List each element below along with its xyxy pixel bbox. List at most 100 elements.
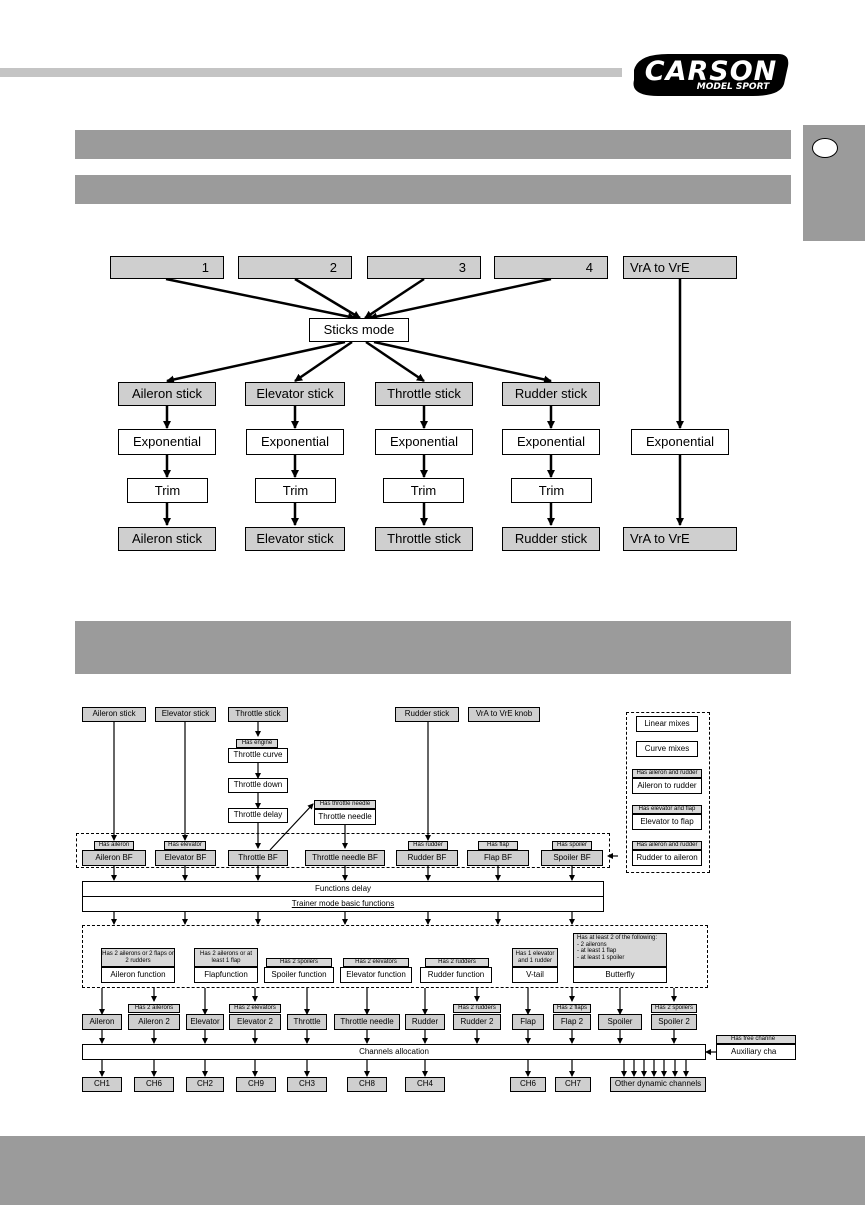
trim-box-rudder: Trim [511, 478, 592, 503]
elevator-function-box: Elevator function [340, 967, 412, 983]
tag-has-free-channel: Has free channe [716, 1035, 796, 1044]
mode-box-2: 2 [238, 256, 352, 279]
bf-group [76, 833, 610, 868]
carson-logo: CARSON MODEL SPORT [628, 50, 793, 102]
throttle-needle-bf-box: Throttle needle BF [305, 850, 385, 866]
ch-box-ch9: CH9 [236, 1077, 276, 1092]
tag-ail-rud-2: Has aileron and rudder [632, 841, 702, 850]
exp-box-throttle: Exponential [375, 429, 473, 455]
rudder-to-aileron-box: Rudder to aileron [632, 850, 702, 866]
tag-vtail: Has 1 elevator and 1 rudder [512, 948, 558, 967]
flap-function-box: Flapfunction [194, 967, 258, 983]
out-aileron-2: Aileron 2 [128, 1014, 180, 1030]
elevator-bf-box: Elevator BF [155, 850, 216, 866]
tag-spoiler-function: Has 2 spoilers [266, 958, 332, 967]
functions-group [82, 925, 708, 988]
out-spoiler: Spoiler [598, 1014, 642, 1030]
out-spoiler-2: Spoiler 2 [651, 1014, 697, 1030]
input-elevator-stick: Elevator stick [155, 707, 216, 722]
aileron-to-rudder-box: Aileron to rudder [632, 778, 702, 794]
tag-has-spoiler: Has spoiler [552, 841, 592, 850]
exp-box-vr: Exponential [631, 429, 729, 455]
auxiliary-box: Auxiliary cha [716, 1044, 796, 1060]
butterfly-box: Butterfly [573, 967, 667, 983]
out-flap-2: Flap 2 [553, 1014, 591, 1030]
mode-box-3: 3 [367, 256, 481, 279]
section-bar-1 [75, 130, 791, 159]
section-bar-3 [75, 621, 791, 674]
input-vr-knob: VrA to VrE knob [468, 707, 540, 722]
throttle-delay-box: Throttle delay [228, 808, 288, 823]
tag-has-rudder: Has rudder [408, 841, 448, 850]
out-aileron: Aileron [82, 1014, 122, 1030]
input-rudder-stick: Rudder stick [395, 707, 459, 722]
curve-mixes-box: Curve mixes [636, 741, 698, 757]
stick-out-throttle: Throttle stick [375, 527, 473, 551]
vr-top-box: VrA to VrE [623, 256, 737, 279]
stick-out-elevator: Elevator stick [245, 527, 345, 551]
stick-out-aileron: Aileron stick [118, 527, 216, 551]
vtail-box: V-tail [512, 967, 558, 983]
tag-has-2-ailerons: Has 2 ailerons [128, 1004, 180, 1013]
stick-box-aileron: Aileron stick [118, 382, 216, 406]
spoiler-bf-box: Spoiler BF [541, 850, 603, 866]
linear-mixes-box: Linear mixes [636, 716, 698, 732]
butterfly-tag-line-3: - at least 1 flap [577, 948, 617, 955]
tag-has-2-elevators: Has 2 elevators [229, 1004, 281, 1013]
trim-box-elevator: Trim [255, 478, 336, 503]
throttle-bf-box: Throttle BF [228, 850, 288, 866]
functions-delay-box: Functions delay [82, 881, 604, 897]
mode-box-4: 4 [494, 256, 608, 279]
spoiler-function-box: Spoiler function [264, 967, 334, 983]
header-bar [0, 68, 622, 77]
trainer-mode-box: Trainer mode basic functions [82, 896, 604, 912]
butterfly-tag-line-2: - 2 ailerons [577, 941, 607, 948]
trim-box-throttle: Trim [383, 478, 464, 503]
trim-box-aileron: Trim [127, 478, 208, 503]
tag-ail-rud: Has aileron and rudder [632, 769, 702, 778]
tag-has-throttle-needle: Has throttle needle [314, 800, 376, 809]
exp-box-aileron: Exponential [118, 429, 216, 455]
elevator-to-flap-box: Elevator to flap [632, 814, 702, 830]
exp-box-rudder: Exponential [502, 429, 600, 455]
ch-box-ch6b: CH6 [510, 1077, 546, 1092]
tag-has-2-flaps: Has 2 flaps [553, 1004, 591, 1013]
tag-ele-flap: Has elevator and flap [632, 805, 702, 814]
rudder-bf-box: Rudder BF [396, 850, 458, 866]
throttle-down-box: Throttle down [228, 778, 288, 793]
logo-tagline: MODEL SPORT [696, 82, 770, 92]
out-elevator-2: Elevator 2 [229, 1014, 281, 1030]
exp-box-elevator: Exponential [246, 429, 344, 455]
footer-bar [0, 1136, 865, 1205]
aileron-bf-box: Aileron BF [82, 850, 146, 866]
throttle-curve-box: Throttle curve [228, 748, 288, 763]
stick-box-throttle: Throttle stick [375, 382, 473, 406]
language-tab-indicator [812, 138, 838, 158]
mixes-group [626, 712, 710, 873]
throttle-needle-box: Throttle needle [314, 809, 376, 825]
channels-allocation-box: Channels allocation [82, 1044, 706, 1060]
sticks-mode-box: Sticks mode [309, 318, 409, 342]
vr-bottom-box: VrA to VrE [623, 527, 737, 551]
out-throttle-needle: Throttle needle [334, 1014, 400, 1030]
tag-has-elevator: Has elevator [164, 841, 206, 850]
tag-has-2-rudders: Has 2 rudders [453, 1004, 501, 1013]
section-bar-2 [75, 175, 791, 204]
logo-brand: CARSON [644, 56, 778, 87]
tag-has-engine: Has engine [236, 739, 278, 748]
input-throttle-stick: Throttle stick [228, 707, 288, 722]
stick-box-rudder: Rudder stick [502, 382, 600, 406]
tag-has-flap: Has flap [478, 841, 518, 850]
tag-has-2-spoilers: Has 2 spoilers [651, 1004, 697, 1013]
rudder-function-box: Rudder function [420, 967, 492, 983]
ch-box-ch8: CH8 [347, 1077, 387, 1092]
out-flap: Flap [512, 1014, 544, 1030]
ch-box-ch3: CH3 [287, 1077, 327, 1092]
tag-butterfly: Has at least 2 of the following: - 2 ail… [573, 933, 667, 967]
tag-flap-function: Has 2 ailerons or at least 1 flap [194, 948, 258, 967]
ch-box-ch1: CH1 [82, 1077, 122, 1092]
mode-box-1: 1 [110, 256, 224, 279]
ch-box-ch7: CH7 [555, 1077, 591, 1092]
out-elevator: Elevator [186, 1014, 224, 1030]
